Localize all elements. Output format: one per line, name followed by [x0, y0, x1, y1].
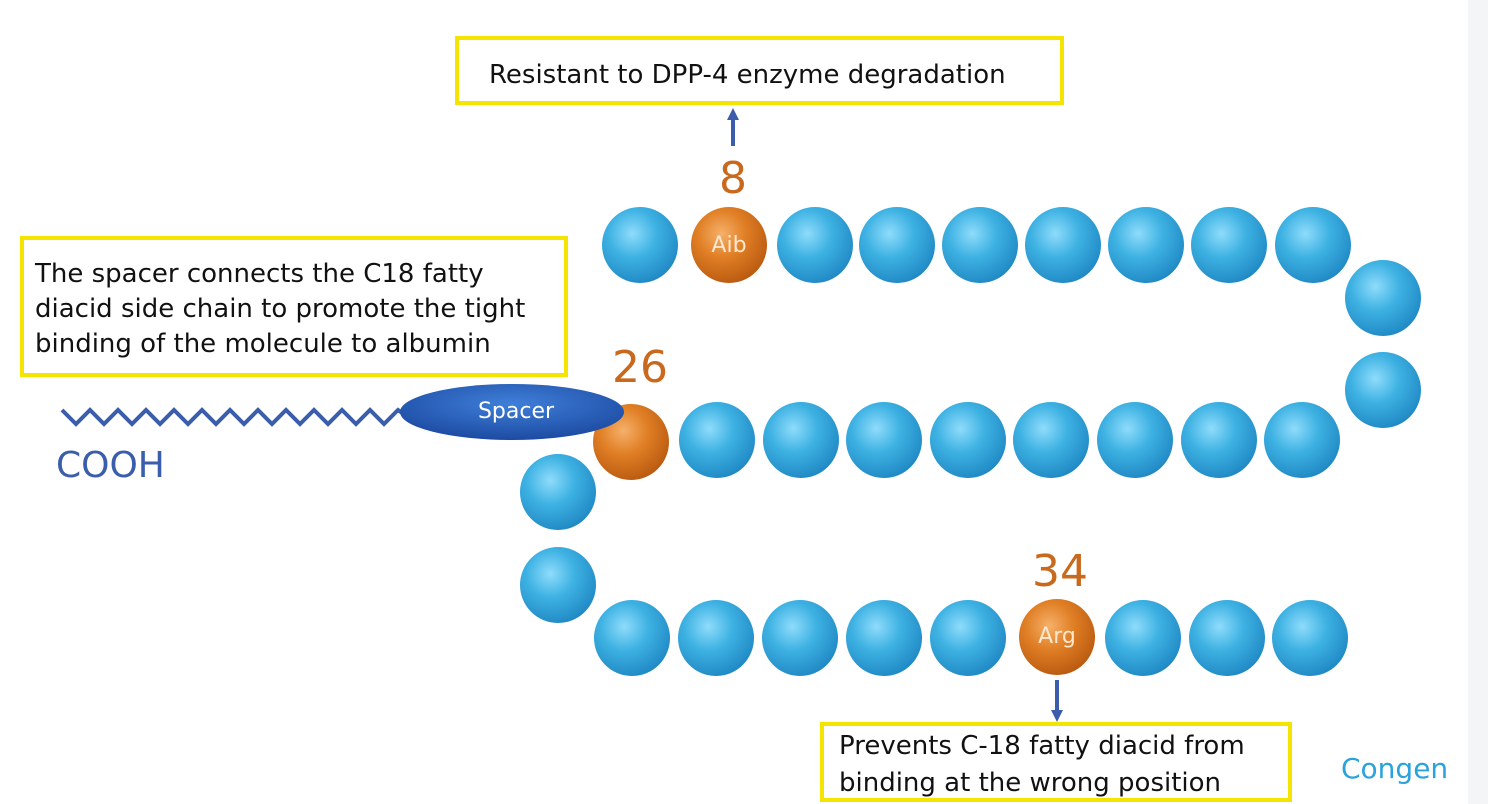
amino-acid-residue — [520, 547, 596, 623]
amino-acid-residue — [1264, 402, 1340, 478]
position-number-8: 8 — [719, 153, 747, 204]
amino-acid-residue — [679, 402, 755, 478]
amino-acid-residue — [1181, 402, 1257, 478]
amino-acid-residue — [930, 402, 1006, 478]
residue-label-aib: Aib — [711, 233, 746, 258]
spacer-ellipse — [400, 384, 624, 440]
spacer-label: Spacer — [478, 399, 555, 424]
amino-acid-residue — [1189, 600, 1265, 676]
fatty-acid-chain — [60, 407, 414, 427]
callout-spacer-function: The spacer connects the C18 fatty diacid… — [20, 236, 568, 377]
amino-acid-residue — [859, 207, 935, 283]
amino-acid-residue — [942, 207, 1018, 283]
residue-label-arg: Arg — [1038, 624, 1076, 649]
amino-acid-residue — [930, 600, 1006, 676]
amino-acid-residue — [1191, 207, 1267, 283]
callout-left-line-2: diacid side chain to promote the tight — [35, 294, 526, 324]
amino-acid-residue — [1013, 402, 1089, 478]
amino-acid-residue — [763, 402, 839, 478]
amino-acid-residue — [594, 600, 670, 676]
amino-acid-residue — [1108, 207, 1184, 283]
cooh-label: COOH — [56, 445, 165, 486]
amino-acid-residue — [846, 600, 922, 676]
callout-left-line-1: The spacer connects the C18 fatty — [35, 259, 484, 289]
amino-acid-residue — [1272, 600, 1348, 676]
residue-aib-8 — [691, 207, 767, 283]
right-edge-strip — [1468, 0, 1488, 804]
amino-acid-residue — [678, 600, 754, 676]
callout-arg-substitution: Prevents C-18 fatty diacid from binding … — [820, 722, 1292, 802]
callout-bottom-line-2: binding at the wrong position — [839, 768, 1222, 798]
arrow-down-to-bottom-callout — [1051, 680, 1063, 722]
callout-bottom-line-1: Prevents C-18 fatty diacid from — [839, 731, 1245, 761]
position-number-26: 26 — [612, 342, 668, 393]
amino-acid-residue — [1345, 352, 1421, 428]
residue-chain — [520, 207, 1421, 676]
amino-acid-residue — [520, 454, 596, 530]
callout-dpp4-resistance: Resistant to DPP-4 enzyme degradation — [455, 36, 1064, 105]
amino-acid-residue — [1097, 402, 1173, 478]
position-number-34: 34 — [1032, 546, 1088, 597]
brand-logo-text: Congen — [1341, 752, 1449, 785]
callout-left-line-3: binding of the molecule to albumin — [35, 329, 491, 359]
amino-acid-residue — [846, 402, 922, 478]
arrow-up-to-top-callout — [727, 108, 739, 146]
amino-acid-residue — [1025, 207, 1101, 283]
amino-acid-residue — [762, 600, 838, 676]
amino-acid-residue — [1105, 600, 1181, 676]
amino-acid-residue — [777, 207, 853, 283]
amino-acid-residue — [602, 207, 678, 283]
residue-arg-34 — [1019, 599, 1095, 675]
amino-acid-residue — [1275, 207, 1351, 283]
amino-acid-residue — [1345, 260, 1421, 336]
callout-top-line-1: Resistant to DPP-4 enzyme degradation — [489, 60, 1006, 90]
